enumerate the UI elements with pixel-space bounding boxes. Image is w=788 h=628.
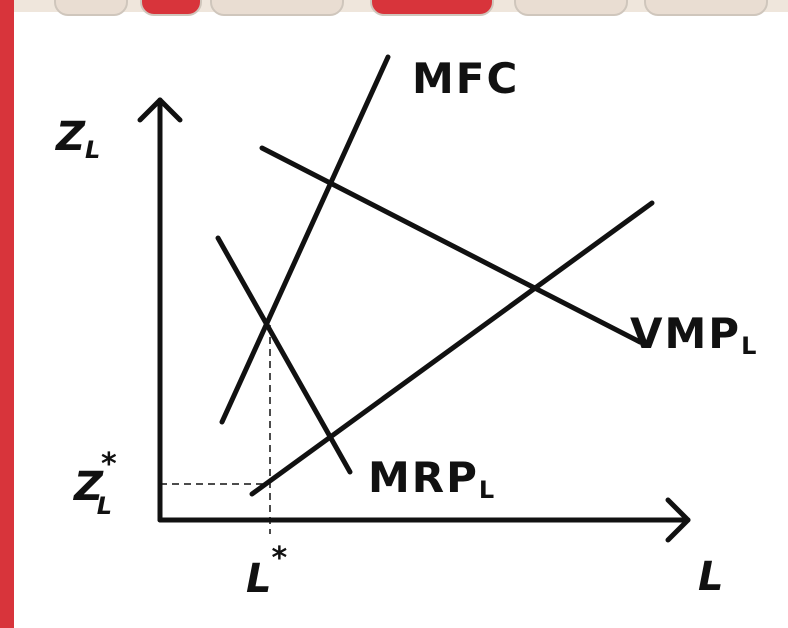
mfc-label: MFC [412, 54, 519, 103]
vmp-label-text: VMP [630, 309, 741, 358]
equilibrium-price-label: Z*L [72, 447, 117, 520]
equilibrium-price-subscript: L [97, 492, 112, 520]
mfc-label-text: MFC [412, 54, 519, 103]
mrp-label-subscript: L [479, 476, 496, 504]
x-axis-label: L [698, 554, 724, 600]
mfc-curve [222, 57, 388, 422]
equilibrium-quantity-label: L* [246, 541, 288, 602]
mrp-label-text: MRP [368, 453, 479, 502]
equilibrium-quantity-star: * [272, 541, 288, 576]
mrp-label: MRPL [368, 453, 496, 504]
equilibrium-price-star: * [101, 447, 117, 482]
vmp-curve [262, 148, 640, 342]
vmp-label-subscript: L [741, 332, 758, 360]
x-axis-symbol: L [698, 554, 724, 600]
y-axis-symbol: Z [54, 114, 86, 160]
y-axis-label: ZL [54, 114, 100, 164]
y-axis-subscript: L [85, 136, 100, 164]
equilibrium-quantity-symbol: L [246, 556, 272, 602]
vmp-label: VMPL [630, 309, 758, 360]
